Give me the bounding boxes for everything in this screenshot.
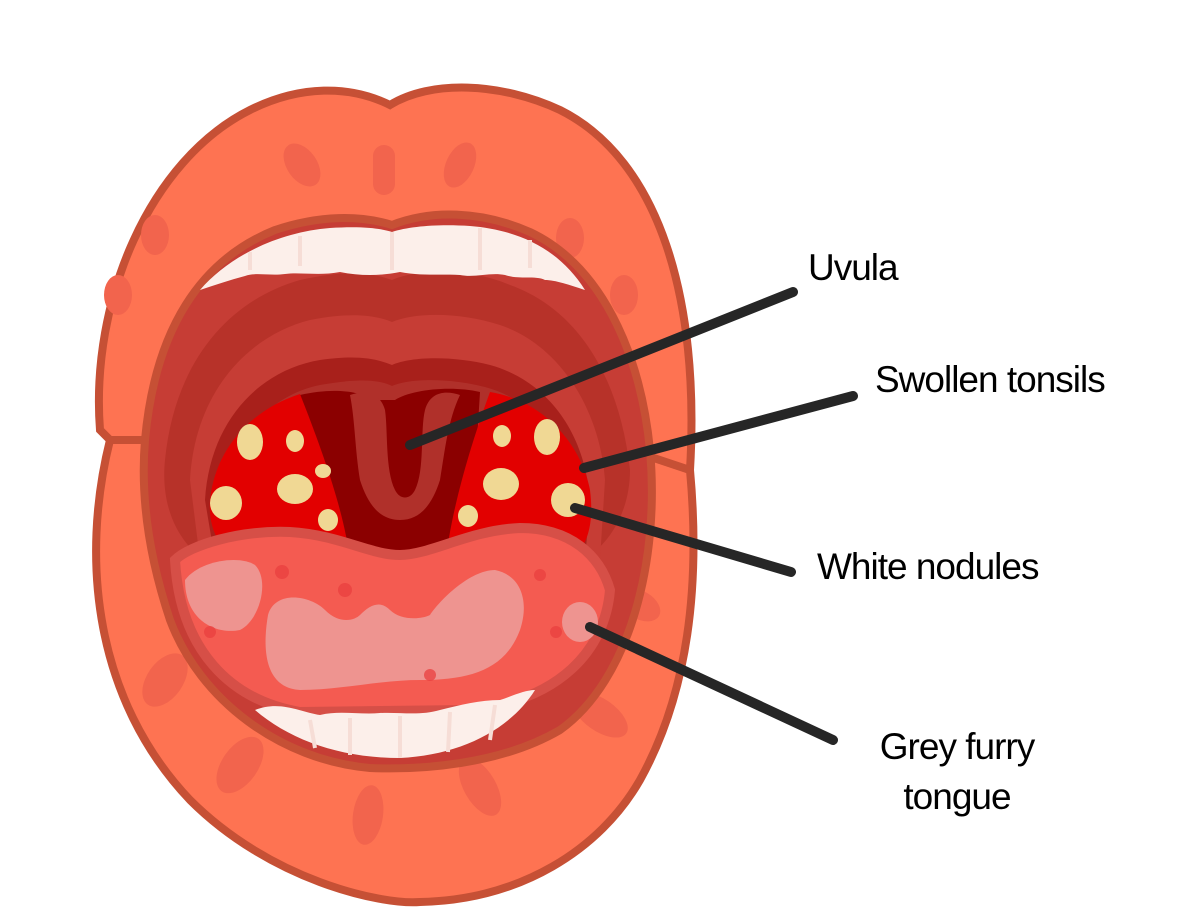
leader-lines	[405, 287, 858, 745]
white-nodules-leader-line	[570, 503, 796, 577]
label-grey-furry-tongue-line1: Grey furry	[879, 726, 1035, 767]
uvula-leader-line	[405, 287, 798, 450]
label-uvula: Uvula	[808, 247, 899, 288]
label-grey-furry-tongue-line2: tongue	[903, 776, 1011, 817]
uvula	[350, 392, 460, 520]
grey-furry-tongue-leader-line	[585, 622, 838, 745]
label-swollen-tonsils: Swollen tonsils	[875, 359, 1106, 400]
tongue	[169, 522, 616, 718]
upper-teeth	[200, 225, 585, 290]
white-nodules	[210, 419, 585, 531]
label-white-nodules: White nodules	[817, 546, 1039, 587]
swollen-tonsils-leader-line	[579, 391, 858, 473]
label-grey-furry-tongue: Grey furry tongue	[862, 722, 1052, 822]
lower-teeth	[255, 690, 535, 758]
